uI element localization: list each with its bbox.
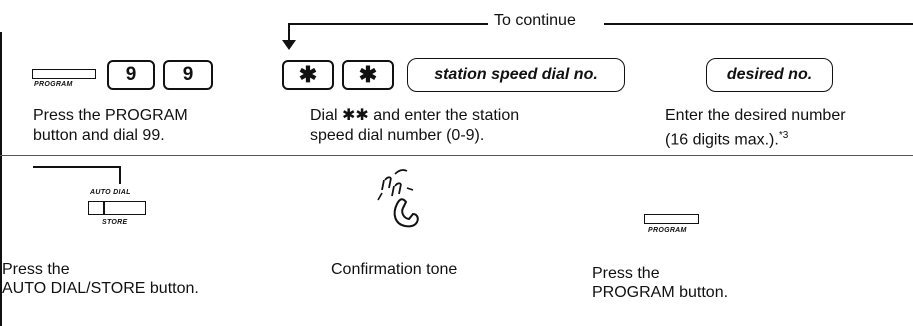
program-button-icon [32,69,96,79]
step4-instruction: Press the AUTO DIAL/STORE button. [2,260,199,298]
confirmation-tone-label: Confirmation tone [331,261,458,278]
step2-instruction: Dial ✱✱ and enter the station speed dial… [310,106,519,146]
step6-instruction: Press the PROGRAM button. [592,264,728,302]
continue-arrow-stem [288,23,290,43]
station-speed-dial-field: station speed dial no. [407,58,625,92]
star-icon: ✱ [298,62,318,87]
button-split [103,202,105,214]
continue-label: To continue [488,12,582,30]
star-icon: ✱ [358,62,378,87]
step1-instruction: Press the PROGRAM button and dial 99. [33,106,188,146]
top-continue-line-left [288,23,488,25]
step6-line2: PROGRAM button. [592,284,729,301]
left-border [0,32,2,326]
key-9-first: 9 [107,60,155,90]
auto-dial-store-button-icon [88,201,146,215]
program-button-caption: PROGRAM [648,227,687,234]
step1-line1: Press the PROGRAM [33,107,188,124]
step3-line1: Enter the desired number [665,107,846,124]
arrow-down-icon [282,40,296,50]
step6-line1: Press the [592,265,660,282]
key-star-second: ✱ [342,60,394,90]
step4-line2: AUTO DIAL/STORE button. [2,280,199,297]
step1-line2: button and dial 99. [33,127,165,144]
step4-line1: Press the [2,261,70,278]
program-button-caption: PROGRAM [34,81,73,88]
desired-number-field: desired no. [706,58,833,92]
auto-dial-caption: AUTO DIAL [90,189,131,196]
footnote-marker: *3 [778,130,789,141]
program-button-icon [644,214,699,224]
telephone-handset-tone-icon [377,169,419,228]
step4-connector-horizontal [33,166,121,168]
step2-line1: Dial ✱✱ and enter the station [310,107,520,124]
top-continue-line-right [604,23,913,25]
step3-line2: (16 digits max.). [665,131,779,149]
store-caption: STORE [102,219,128,226]
row-divider [0,155,913,156]
step3-instruction: Enter the desired number (16 digits max.… [665,106,846,150]
step4-connector-vertical [119,166,121,184]
key-star-first: ✱ [282,60,334,90]
step2-line2: speed dial number (0-9). [310,127,485,144]
key-9-second: 9 [163,60,213,90]
